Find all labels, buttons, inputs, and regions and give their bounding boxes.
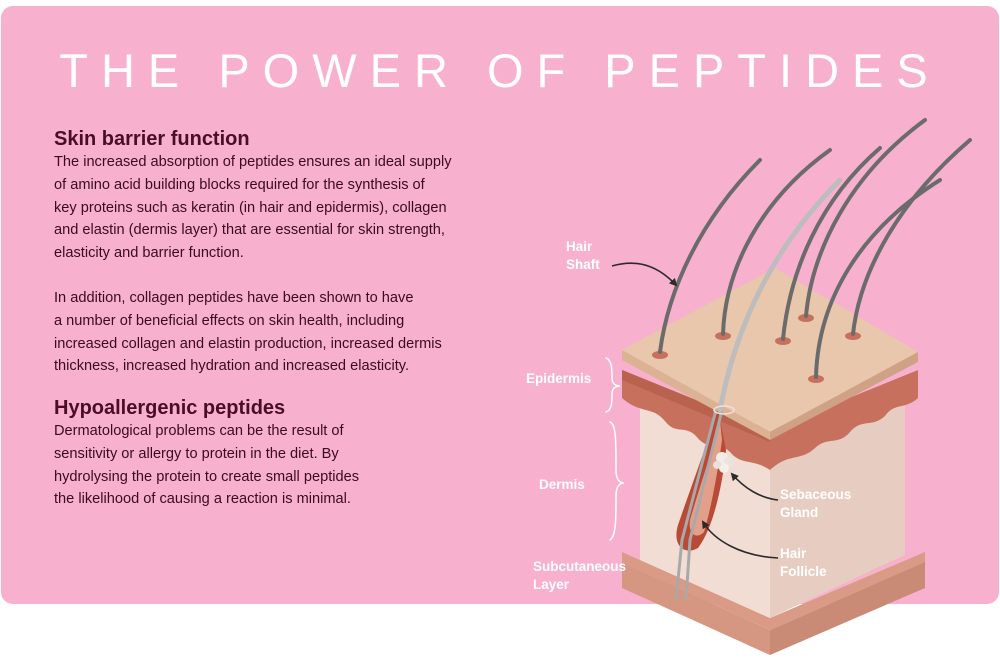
paragraph-line: hydrolysing the protein to create small … bbox=[54, 468, 360, 485]
paragraph-skin-barrier-2: In addition, collagen peptides have been… bbox=[54, 287, 442, 378]
label-line: Gland bbox=[780, 505, 819, 520]
label-hair-follicle: Hair Follicle bbox=[780, 545, 827, 581]
page-title: THE POWER OF PEPTIDES bbox=[59, 44, 941, 97]
paragraph-hypoallergenic: Dermatological problems can be the resul… bbox=[54, 420, 359, 511]
label-sebaceous-gland: Sebaceous Gland bbox=[780, 486, 851, 522]
label-line: Epidermis bbox=[526, 371, 592, 386]
paragraph-line: The increased absorption of peptides ens… bbox=[54, 154, 452, 170]
label-line: Layer bbox=[533, 577, 570, 592]
label-line: Sebaceous bbox=[780, 487, 852, 502]
paragraph-line: key proteins such as keratin (in hair an… bbox=[54, 199, 447, 216]
paragraph-line: and elastin (dermis layer) that are esse… bbox=[54, 222, 445, 239]
label-line: Shaft bbox=[566, 257, 600, 272]
paragraph-line: sensitivity or allergy to protein in the… bbox=[54, 445, 339, 462]
paragraph-line: Dermatological problems can be the resul… bbox=[54, 423, 344, 439]
label-line: Hair bbox=[566, 239, 593, 254]
label-epidermis: Epidermis bbox=[526, 370, 591, 388]
paragraph-line: In addition, collagen peptides have been… bbox=[54, 290, 414, 306]
paragraph-line: a number of beneficial effects on skin h… bbox=[54, 312, 405, 329]
label-dermis: Dermis bbox=[539, 476, 585, 494]
section-heading-skin-barrier: Skin barrier function bbox=[54, 128, 250, 150]
label-line: Dermis bbox=[539, 477, 585, 492]
section-heading-hypoallergenic: Hypoallergenic peptides bbox=[54, 397, 286, 419]
label-line: Hair bbox=[780, 546, 807, 561]
paragraph-line: thickness, increased hydration and incre… bbox=[54, 358, 410, 375]
paragraph-line: the likelihood of causing a reaction is … bbox=[54, 491, 351, 508]
paragraph-line: increased collagen and elastin productio… bbox=[54, 335, 442, 352]
label-line: Subcutaneous bbox=[533, 559, 627, 574]
paragraph-skin-barrier-1: The increased absorption of peptides ens… bbox=[54, 151, 452, 265]
label-subcutaneous-layer: Subcutaneous Layer bbox=[533, 558, 626, 594]
paragraph-line: elasticity and barrier function. bbox=[54, 245, 244, 262]
label-line: Follicle bbox=[780, 564, 827, 579]
paragraph-line: of amino acid building blocks required f… bbox=[54, 176, 425, 193]
label-hair-shaft: Hair Shaft bbox=[566, 238, 600, 274]
